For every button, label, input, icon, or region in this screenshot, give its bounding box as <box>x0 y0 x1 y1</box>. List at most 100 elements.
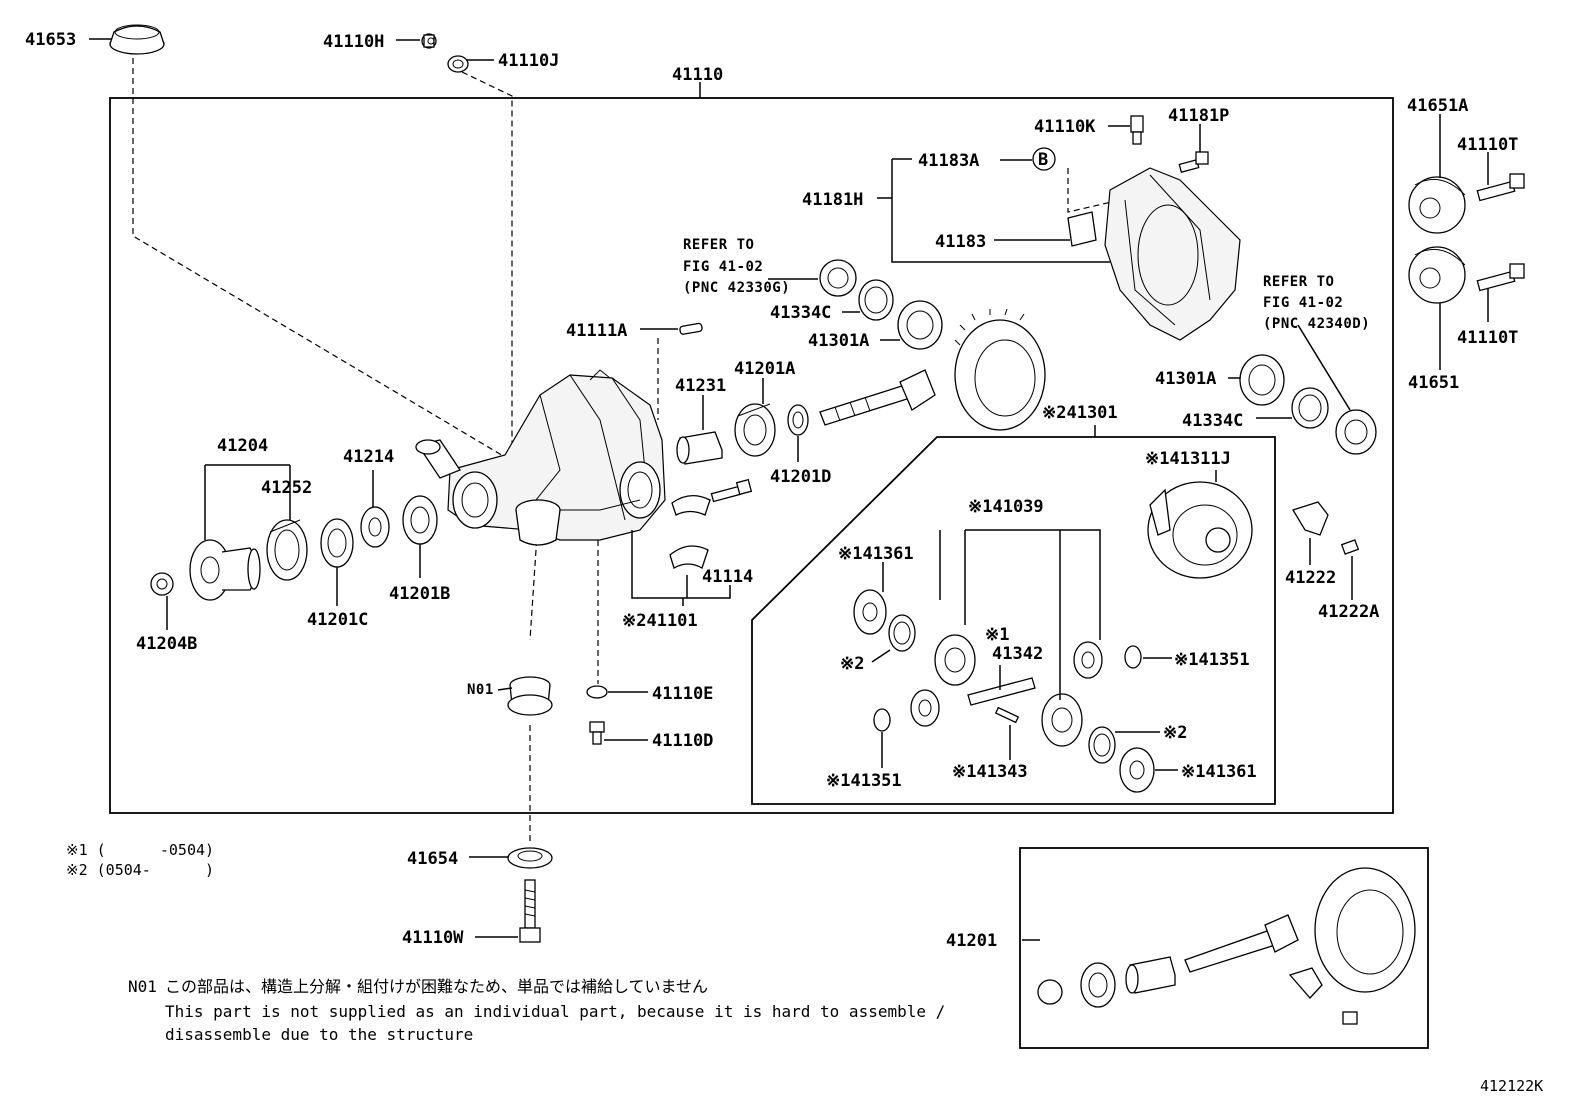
cap-41651A-part <box>1408 176 1466 234</box>
bolt-41110T-bottom-part <box>1476 263 1525 292</box>
n01-english-line1: This part is not supplied as an individu… <box>165 1002 945 1021</box>
label-41201A: 41201A <box>734 359 795 379</box>
shim-41201D-part <box>787 404 809 436</box>
parts-drawings <box>109 24 1525 1025</box>
assembly-41110-box <box>109 97 1394 814</box>
label-141361-bottom: ※141361 <box>1181 762 1257 782</box>
bolt-41110W-part <box>519 879 541 943</box>
label-41651: 41651 <box>1408 373 1459 393</box>
ring-gear-part <box>954 308 1046 431</box>
label-41183: 41183 <box>935 232 986 252</box>
plug-41110E-part <box>586 685 608 699</box>
label-circle-b: B <box>1038 150 1048 170</box>
bolt-41222A-part <box>1340 539 1360 555</box>
diagram-code: 412122K <box>1480 1077 1543 1095</box>
ref-right-line2: FIG 41-02 <box>1263 295 1343 311</box>
label-41110D: 41110D <box>652 731 713 751</box>
bearing-cap-41101-part <box>669 495 711 569</box>
label-41204: 41204 <box>217 436 268 456</box>
seal-42330G-part <box>819 259 857 297</box>
bolt-41114-part <box>710 478 753 503</box>
note-2: ※2 (0504- ) <box>66 861 214 879</box>
label-241101: ※241101 <box>622 611 698 631</box>
carrier-housing-part <box>415 369 666 546</box>
label-141351-right: ※141351 <box>1174 650 1250 670</box>
gasket-41110J-part <box>447 55 469 73</box>
label-41110H: 41110H <box>323 32 384 52</box>
reference-right: REFER TO FIG 41-02 (PNC 42340D) <box>1263 274 1370 332</box>
diff-case-41311J-part <box>1147 481 1253 579</box>
bolt-41110T-top-part <box>1476 173 1525 202</box>
label-41111A: 41111A <box>566 321 627 341</box>
label-41201C: 41201C <box>307 610 368 630</box>
label-41222A: 41222A <box>1318 602 1379 622</box>
leader-lines <box>89 38 1489 941</box>
plate-41183-part <box>1067 211 1097 247</box>
label-41110T-bottom: 41110T <box>1457 328 1518 348</box>
reference-left: REFER TO FIG 41-02 (PNC 42330G) <box>683 237 790 296</box>
washer-2-left-part <box>888 614 916 652</box>
washer-41214-part <box>360 506 390 548</box>
circle-b-marker <box>1032 147 1056 171</box>
subassembly-241301-box <box>751 436 1276 805</box>
seal-42340D-part <box>1335 409 1377 455</box>
label-41334C-right: 41334C <box>1182 411 1243 431</box>
label-41201: 41201 <box>946 931 997 951</box>
bushing-N01-part <box>507 676 553 716</box>
label-41181P: 41181P <box>1168 106 1229 126</box>
label-41110W: 41110W <box>402 928 464 948</box>
washer-141351-left-part <box>873 708 891 732</box>
label-41301A-left: 41301A <box>808 331 869 351</box>
bearing-41201A-part <box>734 403 776 457</box>
bearing-41201B-part <box>402 495 438 545</box>
label-41301A-right: 41301A <box>1155 369 1216 389</box>
bearing-41201C-part <box>320 518 354 568</box>
shim-41334C-right-part <box>1291 387 1329 429</box>
pin-41111A-part <box>679 322 703 335</box>
breather-41110K-part <box>1130 115 1144 145</box>
label-41114: 41114 <box>702 567 753 587</box>
washer-141351-right-part <box>1124 645 1142 669</box>
label-41201B: 41201B <box>389 584 450 604</box>
ref-left-line3: (PNC 42330G) <box>683 280 790 296</box>
cap-41653-part <box>109 24 165 55</box>
pinion-shaft-41342-part <box>967 677 1036 706</box>
bolt-41110D-part <box>589 721 605 745</box>
ref-right-line3: (PNC 42340D) <box>1263 316 1370 332</box>
note-1: ※1 ( -0504) <box>66 841 214 859</box>
label-141361-top: ※141361 <box>838 544 914 564</box>
label-141351-left: ※141351 <box>826 771 902 791</box>
drive-pinion-part <box>819 369 936 426</box>
label-41342: 41342 <box>992 644 1043 664</box>
bolt-41181P-part <box>1178 151 1209 173</box>
label-41201D: 41201D <box>770 467 831 487</box>
label-41183A: 41183A <box>918 151 979 171</box>
n01-english-line2: disassemble due to the structure <box>165 1025 473 1044</box>
kit-41201-parts <box>1037 867 1416 1025</box>
ref-left-line2: FIG 41-02 <box>683 259 763 275</box>
pin-141343-part <box>994 706 1020 724</box>
oil-seal-41252-part <box>266 519 308 581</box>
cap-41651-part <box>1408 246 1466 304</box>
label-note-2-right: ※2 <box>1163 723 1187 743</box>
label-41252: 41252 <box>261 478 312 498</box>
spacer-41231-part <box>676 431 723 465</box>
side-gear-left-part <box>934 634 976 686</box>
assembly-41201-box <box>1019 847 1429 1049</box>
label-41204B: 41204B <box>136 634 197 654</box>
part-labels: 41653 41110H 41110J 41110 41651A 41110T … <box>25 30 1518 951</box>
seal-41654-part <box>507 847 553 869</box>
ref-left-line1: REFER TO <box>683 237 754 253</box>
label-41110J: 41110J <box>498 51 559 71</box>
n01-japanese-note: この部品は、構造上分解・組付けが困難なため、単品では補給していません <box>165 977 708 996</box>
label-note-1-marker: ※1 <box>985 625 1009 645</box>
pinion-gear-left-part <box>910 689 940 727</box>
label-41110: 41110 <box>672 65 723 85</box>
bearing-41301A-right-part <box>1239 354 1285 406</box>
ref-right-line1: REFER TO <box>1263 274 1334 290</box>
label-41231: 41231 <box>675 376 726 396</box>
label-41651A: 41651A <box>1407 96 1468 116</box>
label-note-2-left: ※2 <box>840 654 864 674</box>
label-N01: N01 <box>467 682 494 698</box>
